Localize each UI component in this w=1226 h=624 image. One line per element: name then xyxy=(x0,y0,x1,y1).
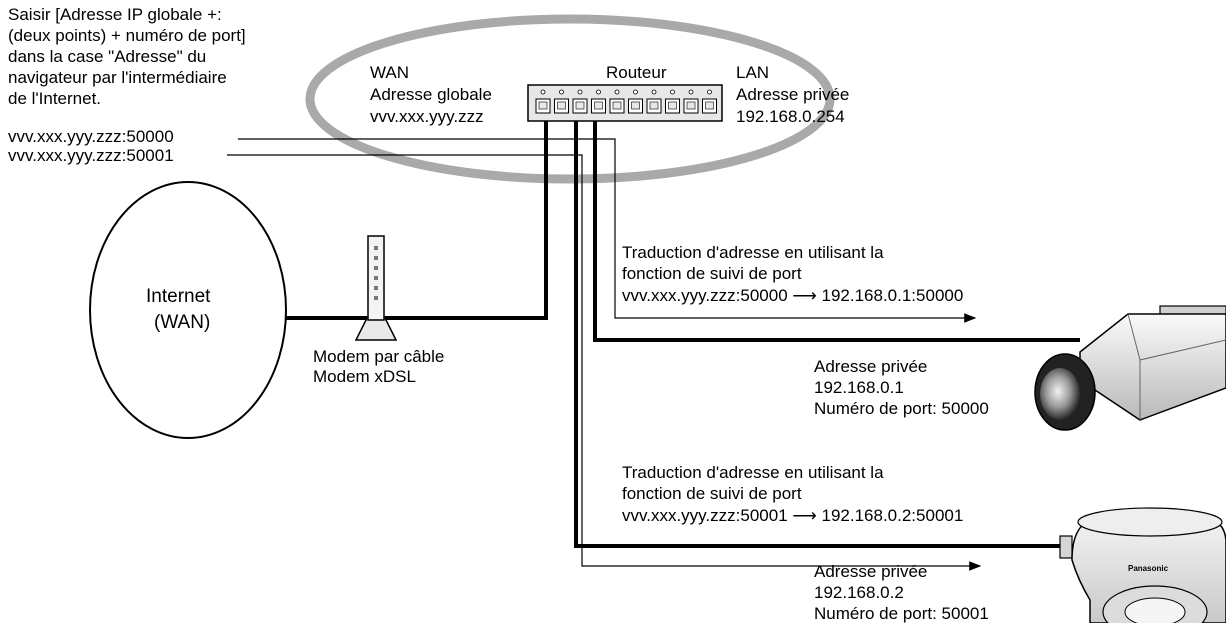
router-port-slot xyxy=(631,101,640,110)
cable-router-to-camera2 xyxy=(574,114,1065,548)
translation1-to: 192.168.0.1:50000 xyxy=(821,286,964,305)
router-led xyxy=(540,89,546,95)
instruction-line: (deux points) + numéro de port] xyxy=(8,26,246,45)
camera2-ip: 192.168.0.2 xyxy=(814,583,904,602)
router-port-slot xyxy=(686,101,696,110)
router-port-slot xyxy=(668,101,677,110)
instruction-line: navigateur par l'intermédiaire xyxy=(8,68,227,87)
translation2-desc: Traduction d'adresse en utilisant la xyxy=(622,463,884,482)
router-label: Routeur xyxy=(606,63,667,82)
router-led xyxy=(670,89,675,95)
translation1-mapping: vvv.xxx.yyy.zzz:50000 ⟶ 192.168.0.1:5000… xyxy=(622,285,963,306)
router-led xyxy=(688,89,694,95)
reference-line-50001 xyxy=(227,154,982,571)
modem-label: Modem xDSL xyxy=(313,367,416,386)
translation2-desc: fonction de suivi de port xyxy=(622,484,802,503)
arrow-icon: ⟶ xyxy=(792,286,817,305)
router-port-slot xyxy=(557,101,566,110)
router-led xyxy=(596,89,601,95)
camera2-label: Adresse privée xyxy=(814,562,928,581)
dome-camera-icon xyxy=(1059,507,1226,623)
wan-subtitle: Adresse globale xyxy=(370,85,492,104)
translation2-to: 192.168.0.2:50001 xyxy=(821,506,964,525)
translation1-desc: Traduction d'adresse en utilisant la xyxy=(622,243,884,262)
translation1-from: vvv.xxx.yyy.zzz:50000 xyxy=(622,286,788,305)
router-led xyxy=(577,89,583,95)
camera1-label: Adresse privée xyxy=(814,357,928,376)
router-highlight-ellipse xyxy=(305,14,835,184)
router-led xyxy=(707,89,712,95)
internet-wan-label: (WAN) xyxy=(154,312,211,333)
camera2-brand-logo: Panasonic xyxy=(1128,564,1169,573)
router-port-slot xyxy=(612,101,622,110)
modem-label: Modem par câble xyxy=(313,347,445,366)
camera1-ip: 192.168.0.1 xyxy=(814,378,904,397)
translation2-mapping: vvv.xxx.yyy.zzz:50001 ⟶ 192.168.0.2:5000… xyxy=(622,505,963,526)
lan-title: LAN xyxy=(736,63,770,82)
camera2-port: Numéro de port: 50001 xyxy=(814,604,989,623)
cable-internet-to-router xyxy=(284,114,548,320)
internet-label: Internet xyxy=(146,286,211,307)
router-port-slot xyxy=(594,101,603,110)
modem-icon xyxy=(354,235,398,341)
router-port-slot xyxy=(649,101,659,110)
camera1-port: Numéro de port: 50000 xyxy=(814,399,989,418)
router-port-slot xyxy=(538,101,548,110)
lan-subtitle: Adresse privée xyxy=(736,85,850,104)
wan-address: vvv.xxx.yyy.zzz xyxy=(370,107,484,126)
instruction-line: dans la case "Adresse" du xyxy=(8,47,207,66)
translation1-desc: fonction de suivi de port xyxy=(622,264,802,283)
reference-line-50000 xyxy=(238,138,977,323)
translation2-from: vvv.xxx.yyy.zzz:50001 xyxy=(622,506,788,525)
router-icon xyxy=(527,84,723,122)
router-led xyxy=(559,89,564,95)
entry-address-50000: vvv.xxx.yyy.zzz:50000 xyxy=(8,127,174,146)
entry-address-50001: vvv.xxx.yyy.zzz:50001 xyxy=(8,146,174,165)
instruction-line: de l'Internet. xyxy=(8,89,102,108)
router-port-slot xyxy=(705,101,714,110)
router-port-slot xyxy=(575,101,585,110)
lan-address: 192.168.0.254 xyxy=(736,107,845,126)
router-led xyxy=(614,89,620,95)
instruction-line: Saisir [Adresse IP globale +: xyxy=(8,5,222,24)
arrow-icon: ⟶ xyxy=(792,506,817,525)
box-camera-icon xyxy=(1034,305,1226,431)
router-led xyxy=(633,89,638,95)
cable-router-to-camera1 xyxy=(593,114,1080,342)
wan-title: WAN xyxy=(370,63,410,82)
router-led xyxy=(651,89,657,95)
internet-cloud xyxy=(89,181,287,439)
